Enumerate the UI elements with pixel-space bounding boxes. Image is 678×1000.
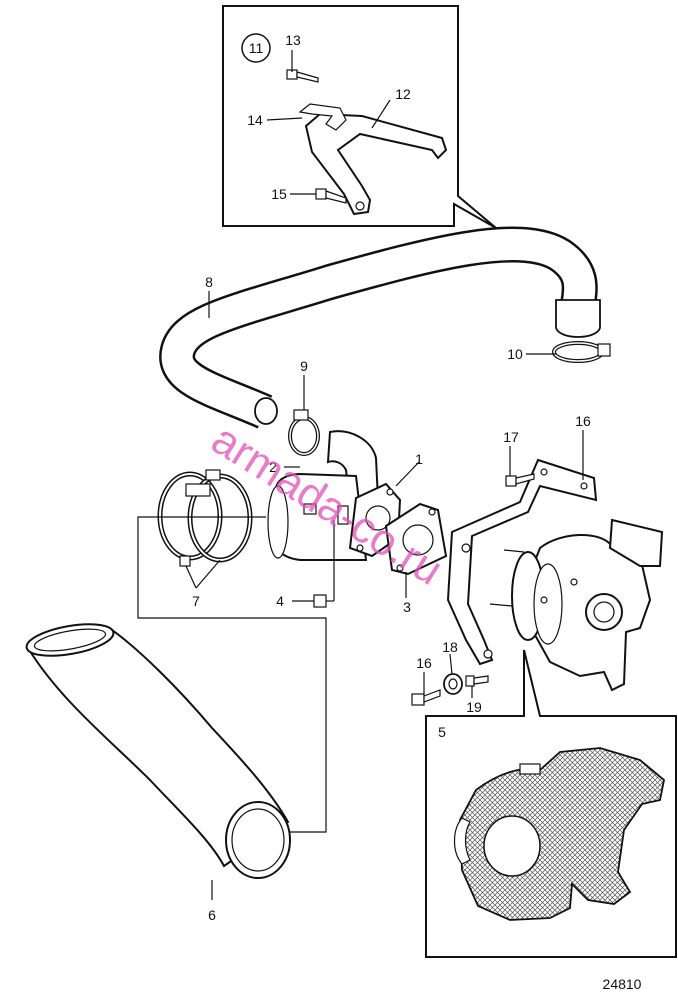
clamps-7: [157, 469, 253, 567]
watermark: armada-co.ru: [203, 415, 451, 595]
adapter-pipe-2: [267, 472, 368, 561]
callout-10: 10: [507, 346, 523, 362]
hose-8: [159, 226, 601, 429]
heat-shield-flange: [453, 817, 471, 865]
detail-box-heat-shield: 5: [425, 649, 677, 958]
callout-9: 9: [300, 358, 308, 374]
turbocharger: [489, 518, 664, 692]
callout-19: 19: [466, 699, 482, 715]
callout-15: 15: [271, 186, 287, 202]
stud-19: [465, 675, 489, 687]
bracket-12: [304, 112, 448, 216]
heat-shield-clamp: [519, 763, 541, 775]
callout-7: 7: [192, 593, 200, 609]
detail-box-frame: [425, 649, 677, 958]
hose-8-sleeve: [555, 299, 601, 338]
callout-6: 6: [208, 907, 216, 923]
callout-18: 18: [442, 639, 458, 655]
bolt-17: [505, 473, 535, 487]
clamp-10: [552, 341, 611, 363]
callout-2: 2: [269, 459, 277, 475]
callout-16-top: 16: [575, 413, 591, 429]
bracket-12-hole: [355, 201, 365, 211]
turbo-bracket-16: [446, 458, 598, 666]
group-number-circle: [241, 33, 271, 63]
hose-8-end: [254, 397, 278, 425]
callout-3: 3: [403, 599, 411, 615]
callout-12: 12: [395, 86, 411, 102]
callout-16-bottom: 16: [416, 655, 432, 671]
detail-inset-frame: [222, 5, 497, 229]
hose-6: [25, 623, 291, 879]
heat-shield-5: [459, 747, 665, 921]
callout-17: 17: [503, 429, 519, 445]
callout-14: 14: [247, 112, 263, 128]
heat-shield-opening: [483, 815, 541, 877]
nut-4: [313, 594, 327, 608]
callout-8: 8: [205, 274, 213, 290]
figure-number: 24810: [603, 976, 642, 992]
gasket-3: [384, 502, 448, 576]
bracket-12-clip: [298, 103, 347, 131]
group-number-label: 11: [249, 40, 264, 56]
detail-inset-bracket: 11 13 12 14 15: [222, 5, 497, 229]
callout-13: 13: [285, 32, 301, 48]
callout-5: 5: [438, 724, 446, 740]
callout-1: 1: [415, 451, 423, 467]
clamp-9: [288, 409, 320, 456]
spacer-18: [443, 673, 463, 695]
bolt-16: [411, 689, 441, 706]
leader-frame: [137, 516, 327, 833]
callout-4: 4: [276, 593, 284, 609]
